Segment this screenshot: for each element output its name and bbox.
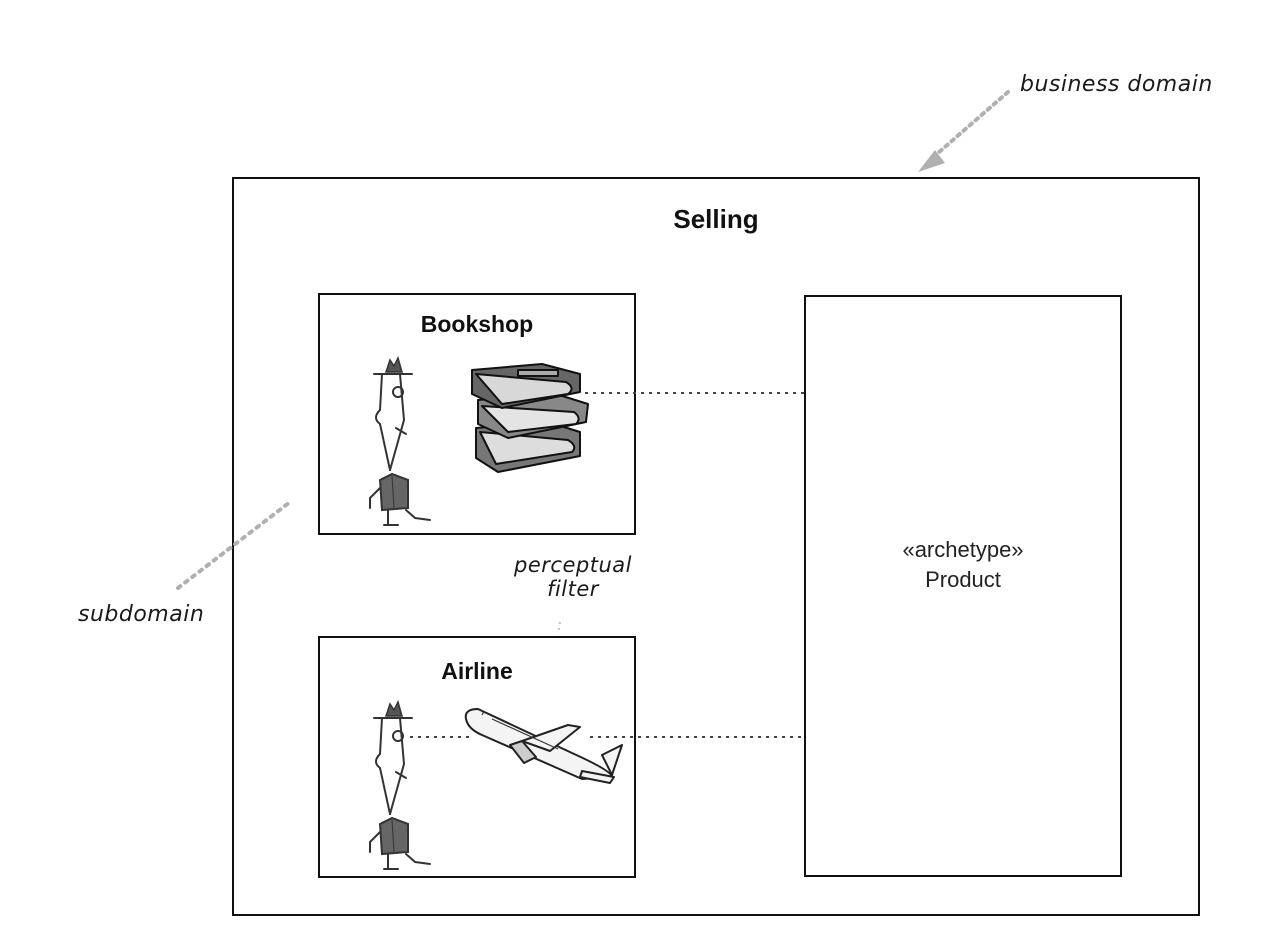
- subdomain-label: subdomain: [78, 602, 205, 627]
- bookshop-subdomain-box: Bookshop: [318, 293, 636, 535]
- selling-domain-box: Selling: [232, 177, 1200, 916]
- person-figure-icon: [369, 355, 431, 526]
- archetype-name: Product: [925, 567, 1001, 592]
- archetype-stereotype: «archetype»: [902, 537, 1024, 562]
- airline-subdomain-box: Airline: [318, 636, 636, 878]
- books-icon: [471, 363, 589, 473]
- perceptual-filter-line1: perceptual: [514, 553, 632, 577]
- person-figure-icon: [369, 699, 431, 870]
- perceptual-filter-line2: filter: [547, 577, 599, 601]
- archetype-product-box: «archetype» Product: [804, 295, 1122, 877]
- perceptual-filter-label: perceptual filter: [503, 553, 643, 601]
- business-domain-label: business domain: [1020, 72, 1213, 97]
- airline-title: Airline: [441, 658, 513, 684]
- airplane-icon: [464, 708, 623, 784]
- bookshop-title: Bookshop: [420, 311, 534, 337]
- selling-title: Selling: [673, 204, 759, 234]
